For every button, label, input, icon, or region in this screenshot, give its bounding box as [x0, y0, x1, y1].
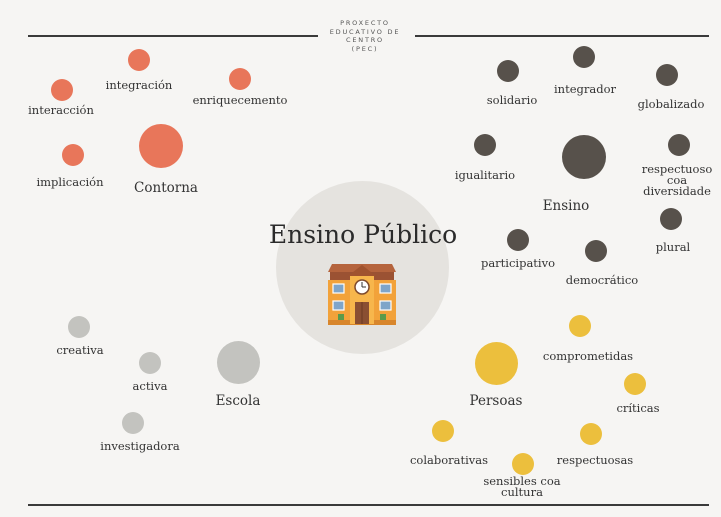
- contorna-main-dot: [139, 124, 183, 168]
- persoas-label: Persoas: [469, 393, 523, 409]
- igualitario-dot: [474, 134, 496, 156]
- integrador-dot: [573, 46, 595, 68]
- plural-label: plural: [655, 240, 691, 254]
- participativo-dot: [507, 229, 529, 251]
- investigadora-label: investigadora: [100, 439, 180, 453]
- creativa-dot: [68, 316, 90, 338]
- escola-label: Escola: [215, 393, 261, 409]
- comprometidas-label: comprometidas: [542, 349, 634, 363]
- respectuosas-dot: [580, 423, 602, 445]
- implicacion-label: implicación: [36, 175, 104, 189]
- integracion-label: integración: [105, 78, 173, 92]
- globalizado-dot: [656, 64, 678, 86]
- investigadora-dot: [122, 412, 144, 434]
- sensibles-dot: [512, 453, 534, 475]
- respectuoso-label: respectuoso coa diversidade: [641, 164, 713, 197]
- activa-dot: [139, 352, 161, 374]
- enriquecemento-dot: [229, 68, 251, 90]
- header-title-line: CENTRO: [346, 36, 384, 44]
- interaccion-dot: [51, 79, 73, 101]
- ensino-label: Ensino: [542, 198, 590, 214]
- participativo-label: participativo: [480, 256, 556, 270]
- activa-label: activa: [132, 379, 168, 393]
- header-rule-right: [415, 35, 709, 37]
- persoas-main-dot: [475, 342, 518, 385]
- colaborativas-dot: [432, 420, 454, 442]
- ensino-main-dot: [562, 135, 606, 179]
- respectuoso-dot: [668, 134, 690, 156]
- globalizado-label: globalizado: [637, 97, 705, 111]
- creativa-label: creativa: [56, 343, 104, 357]
- integracion-dot: [128, 49, 150, 71]
- footer-rule: [28, 504, 709, 506]
- plural-dot: [660, 208, 682, 230]
- solidario-dot: [497, 60, 519, 82]
- enriquecemento-label: enriquecemento: [192, 93, 288, 107]
- democratico-label: democrático: [565, 273, 639, 287]
- header-title: PROXECTO EDUCATIVO DE CENTRO (PEC): [325, 19, 405, 53]
- solidario-label: solidario: [486, 93, 538, 107]
- igualitario-label: igualitario: [454, 168, 516, 182]
- contorna-label: Contorna: [134, 180, 198, 196]
- header-title-line: PROXECTO: [340, 19, 390, 27]
- sensibles-label: sensibles coa cultura: [483, 474, 561, 499]
- implicacion-dot: [62, 144, 84, 166]
- democratico-dot: [585, 240, 607, 262]
- criticas-dot: [624, 373, 646, 395]
- interaccion-label: interacción: [28, 103, 94, 117]
- header-title-line: EDUCATIVO DE: [329, 27, 401, 36]
- respectuosas-label: respectuosas: [556, 453, 634, 467]
- center-title: Ensino Público: [268, 220, 458, 249]
- escola-main-dot: [217, 341, 260, 384]
- colaborativas-label: colaborativas: [409, 453, 489, 467]
- criticas-label: críticas: [616, 401, 660, 415]
- integrador-label: integrador: [553, 82, 616, 96]
- header-title-line: (PEC): [351, 44, 379, 53]
- header-rule-left: [28, 35, 318, 37]
- comprometidas-dot: [569, 315, 591, 337]
- school-building-icon: [322, 260, 402, 334]
